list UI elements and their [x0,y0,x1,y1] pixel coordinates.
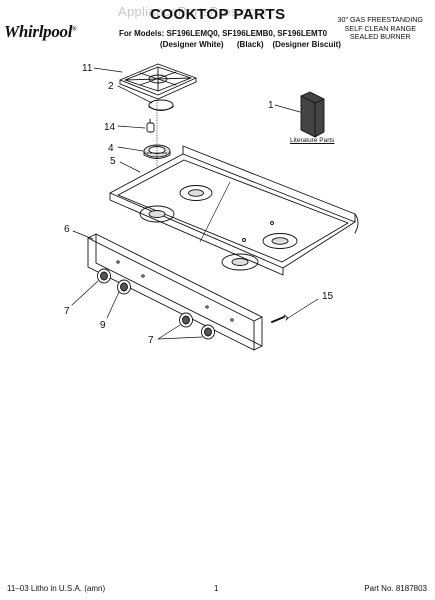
callout-7-right: 7 [148,335,154,346]
callout-6: 6 [64,224,70,235]
callout-4: 4 [108,143,114,154]
burner-base [143,144,171,159]
brand-logo: Whirlpool® [4,22,77,42]
screw [271,314,289,323]
knob-left-2 [117,279,131,295]
burner-grate [119,63,197,100]
callout-9: 9 [100,320,106,331]
leader-lines [71,67,319,340]
knob-right-1 [179,312,193,328]
callout-14: 14 [104,122,116,133]
range-desc-line-1: 30" GAS FREESTANDING [337,15,424,24]
color-variants-line: (Designer White) (Black) (Designer Biscu… [160,40,341,49]
page-title: COOKTOP PARTS [150,6,286,23]
callout-11: 11 [82,63,93,74]
callout-7-left: 7 [64,306,70,317]
burner-cap [148,99,174,111]
knob-right-2 [201,324,215,340]
literature-booklet [300,91,325,138]
range-description: 30" GAS FREESTANDING SELF CLEAN RANGE SE… [337,15,424,42]
registered-mark: ® [72,26,77,33]
callout-15: 15 [322,291,334,302]
models-line: For Models: SF196LEMQ0, SF196LEMB0, SF19… [119,29,328,38]
literature-parts-label: Literature Parts [290,137,335,144]
control-panel [87,233,263,351]
footer-page-number: 1 [214,584,219,593]
range-desc-line-3: SEALED BURNER [349,32,411,41]
footer-part-number: Part No. 8187803 [364,584,427,593]
maintop [109,145,359,276]
callout-1: 1 [268,100,274,111]
callout-5: 5 [110,156,116,167]
callout-2: 2 [108,81,114,92]
knob-left-1 [97,268,111,284]
brand-name: Whirlpool [4,22,73,41]
spark-igniter [146,118,155,133]
range-desc-line-2: SELF CLEAN RANGE [344,23,417,33]
watermark: AppliancePartsPros.com [118,4,267,19]
footer-litho: 11–03 Litho in U.S.A. (amn) [7,584,106,593]
